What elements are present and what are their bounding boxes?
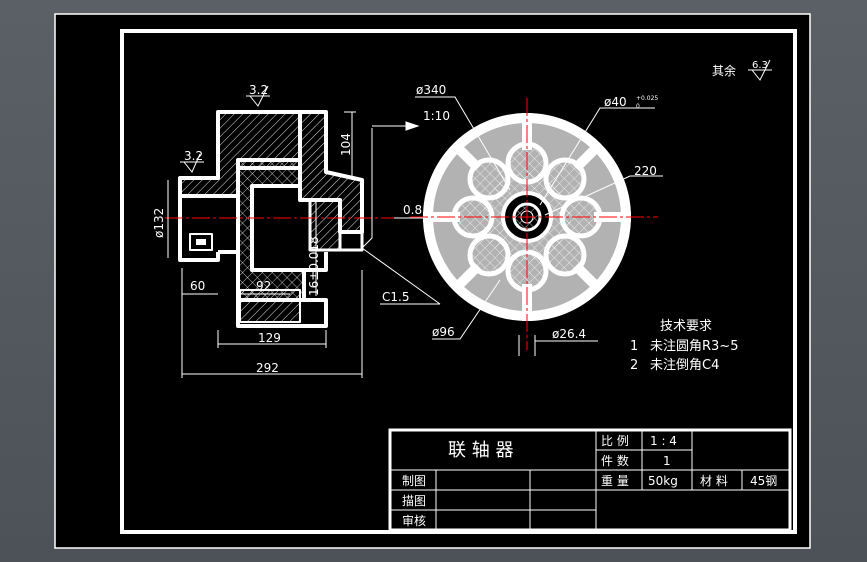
sheet-background [54, 13, 811, 549]
roughness-top-label: 3.2 [249, 83, 268, 97]
side-dimensions [167, 111, 441, 378]
tech-item-2-text: 未注倒角C4 [650, 358, 719, 373]
section-view [178, 110, 364, 328]
dim-d340: ø340 [416, 83, 446, 97]
dim-chamfer: C1.5 [382, 290, 409, 304]
title-block-text: 联 轴 器 比 例 1 : 4 件 数 1 重 量 50kg 材 料 45钢 制… [402, 434, 777, 528]
roughness-right-label: 0.8 [403, 203, 422, 217]
front-leaders [415, 96, 663, 356]
tech-item-2-num: 2 [630, 358, 638, 373]
lower-flange [218, 250, 328, 328]
dimension-labels: 3.2 3.2 ø132 104 1:10 0.8 16±0.018 60 92… [152, 60, 768, 375]
weight-label: 重 量 [601, 474, 629, 488]
dim-d40-tol: +0.025 [636, 95, 658, 102]
right-step [340, 230, 364, 252]
dim-d96: ø96 [432, 325, 455, 339]
part-name: 联 轴 器 [448, 440, 513, 461]
dim-104: 104 [339, 133, 353, 156]
material-value: 45钢 [750, 474, 777, 488]
count-label: 件 数 [601, 453, 629, 468]
inner-frame [120, 29, 797, 534]
dim-60: 60 [190, 279, 205, 293]
key-slot [189, 233, 213, 251]
tech-item-1-num: 1 [630, 339, 638, 354]
checked-label: 审核 [402, 513, 426, 528]
roughness-left-icon [183, 153, 201, 173]
scale-value: 1 : 4 [650, 434, 677, 448]
dim-taper: 1:10 [423, 109, 450, 123]
scale-label: 比 例 [601, 434, 629, 448]
dim-d132: ø132 [152, 208, 166, 238]
key [196, 239, 206, 245]
roughness-other-icon [751, 59, 771, 81]
dim-d40: ø40 [604, 95, 627, 109]
dim-r220: 220 [634, 164, 657, 178]
weight-value: 50kg [648, 474, 678, 488]
material-label: 材 料 [700, 474, 728, 488]
tech-item-1-text: 未注圆角R3~5 [650, 339, 738, 354]
count-value: 1 [663, 454, 671, 468]
dim-92: 92 [256, 279, 271, 293]
traced-label: 描图 [402, 494, 426, 508]
roughness-top-icon [249, 85, 269, 107]
title-block [388, 428, 792, 532]
dim-bore-tol: 16±0.018 [307, 236, 321, 296]
dim-d40-tol-low: 0 [636, 103, 640, 110]
dim-129: 129 [258, 331, 281, 345]
drawn-label: 制图 [402, 474, 426, 488]
roughness-other-value: 6.3 [752, 60, 768, 71]
tech-title: 技术要求 [660, 319, 712, 334]
roughness-other-label: 其余 [712, 63, 736, 78]
dim-292: 292 [256, 361, 279, 375]
dim-d26: ø26.4 [552, 327, 586, 341]
lower-flange-hatch [239, 289, 301, 323]
tech-requirements: 技术要求 1 未注圆角R3~5 2 未注倒角C4 [630, 319, 738, 373]
left-shaft-end [178, 196, 220, 262]
roughness-symbols [180, 59, 772, 173]
roughness-left-label: 3.2 [184, 149, 203, 163]
